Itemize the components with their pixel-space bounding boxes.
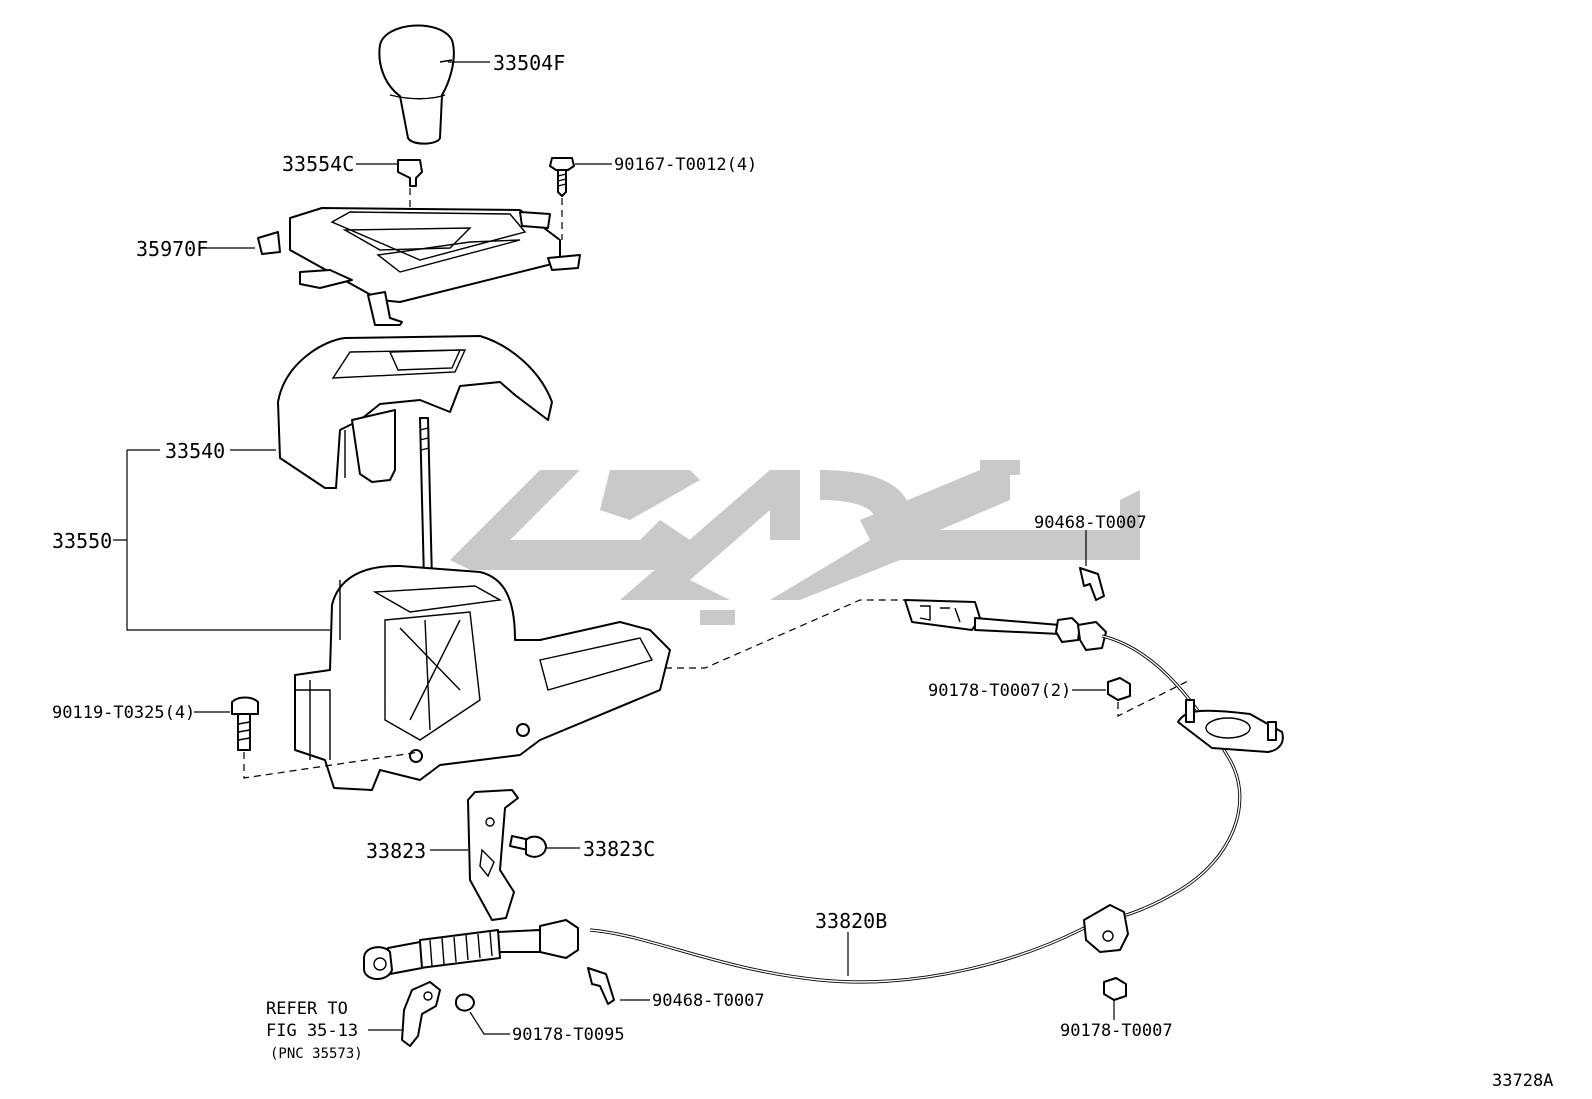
- dash-retainer-nut: [1117, 679, 1191, 717]
- upper-clip-drawing: [1079, 567, 1105, 601]
- label-shift-lever-assy: 33550: [52, 529, 112, 553]
- label-lower-clip: 90468-T0007: [652, 991, 765, 1011]
- label-clamp-nut: 90178-T0007: [1060, 1021, 1173, 1041]
- lower-clip-drawing: [587, 967, 615, 1005]
- knob-screw-drawing: [549, 157, 575, 197]
- refer-note-line2: FIG 35-13: [266, 1021, 358, 1041]
- label-shift-cover: 33540: [165, 439, 225, 463]
- indicator-panel-drawing: [257, 207, 581, 326]
- label-shift-knob: 33504F: [493, 51, 565, 75]
- control-cable-drawing: [363, 599, 1284, 984]
- label-knob-screw: 90167-T0012(4): [614, 155, 757, 175]
- refer-note-line3: (PNC 35573): [270, 1046, 363, 1062]
- label-indicator-panel: 35970F: [136, 237, 208, 261]
- watermark-logo: [450, 460, 1140, 625]
- label-control-cable: 33820B: [815, 909, 887, 933]
- label-knob-clip: 33554C: [282, 152, 354, 176]
- knob-clip-drawing: [397, 159, 423, 187]
- bracket-bolt-drawing: [509, 835, 547, 858]
- label-lower-nut: 90178-T0095: [512, 1025, 625, 1045]
- leader-shift-lever-assy: [113, 449, 330, 631]
- label-retainer-nut: 90178-T0007(2): [928, 681, 1071, 701]
- retainer-nut-drawing: [1107, 677, 1131, 701]
- refer-note-line1: REFER TO: [266, 999, 348, 1019]
- shift-lever-drawing: [294, 417, 671, 791]
- lever-bolt-drawing: [231, 696, 259, 751]
- label-upper-clip: 90468-T0007: [1034, 513, 1147, 533]
- shift-knob-drawing: [378, 24, 455, 145]
- leader-lower-nut: [469, 1011, 510, 1035]
- dash-lever-bolt: [243, 751, 421, 779]
- dash-lever-cable: [665, 599, 905, 669]
- figure-code: 33728A: [1492, 1071, 1553, 1091]
- bracket-drawing: [467, 789, 519, 921]
- shift-cover-drawing: [277, 335, 553, 489]
- refer-bracket-drawing: [401, 981, 441, 1047]
- label-bracket-bolt: 33823C: [583, 837, 655, 861]
- label-bracket: 33823: [366, 839, 426, 863]
- label-lever-bolt: 90119-T0325(4): [52, 703, 195, 723]
- lower-nut-drawing: [455, 993, 475, 1012]
- clamp-nut-drawing: [1103, 977, 1127, 1001]
